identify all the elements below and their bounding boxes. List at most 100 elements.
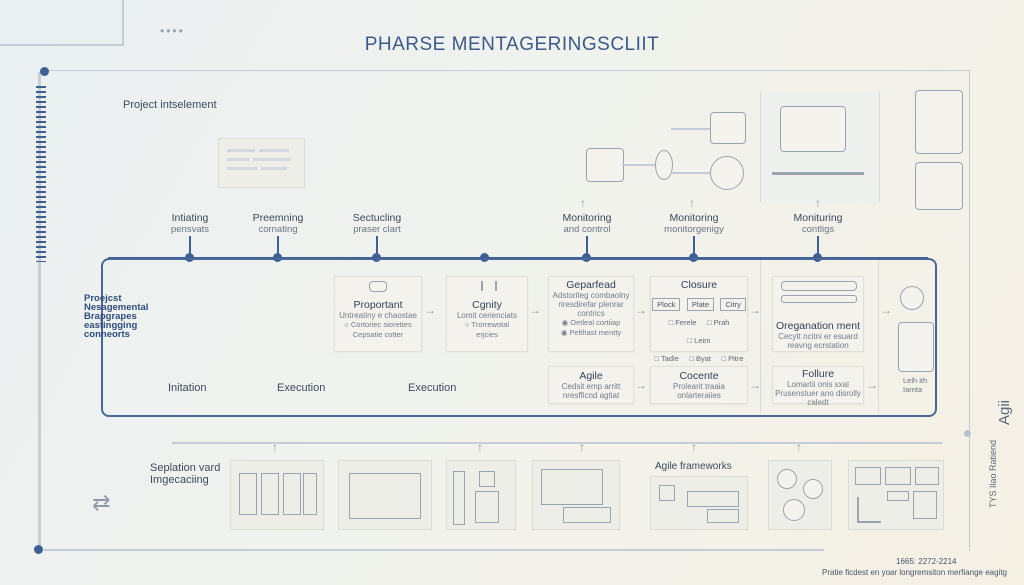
devices-icon (586, 148, 624, 182)
card-title: Cgnity (472, 299, 502, 311)
right-arrow: → (424, 303, 436, 317)
project-label: Project intselement (123, 99, 217, 111)
card-text: Cedsit emp arritt (561, 382, 621, 391)
right-dot (964, 430, 971, 437)
card-text: Cecytt ncitni er esuard (778, 332, 858, 341)
process-divider (760, 260, 761, 412)
dots-decoration: •••• (160, 24, 185, 38)
timeline-tick (376, 236, 378, 256)
closure-checkbox[interactable]: □ Leim (687, 336, 711, 345)
right-arrow: → (880, 303, 892, 317)
closure-checkbox[interactable]: □ Byat (689, 354, 711, 363)
timeline-node (273, 253, 282, 262)
gear-icon (710, 156, 744, 190)
card-title: Follure (801, 368, 835, 380)
right-arrow: → (866, 378, 878, 392)
monitor-icon (780, 106, 846, 152)
monitor-stand (772, 172, 864, 175)
search-field[interactable] (781, 295, 857, 303)
card-title: Proportant (353, 299, 403, 311)
page-title: PHARSE MENTAGERINGSCLIIT (364, 34, 660, 55)
card-organization[interactable]: Oreganation ment Cecytt ncitni er esuard… (772, 276, 864, 352)
document-icon (218, 138, 305, 188)
closure-button[interactable]: Plock (652, 298, 681, 311)
card-text: Adstoriteg combaolny (552, 291, 630, 300)
up-arrow: ↑ (580, 196, 586, 210)
flow-diagram-icon (230, 460, 324, 530)
card-title: Cocente (679, 370, 719, 382)
card-check: ○ Trorrewotal (464, 320, 510, 329)
card-text: Untreatiny e chaostae (339, 311, 417, 320)
card-text: Prolearit traaia (672, 382, 726, 391)
card-text: Lomit cerienciats (456, 311, 518, 320)
card-text: riresdirefar plenrar (558, 300, 624, 309)
agile-frameworks-label: Agile frameworks (655, 461, 732, 472)
up-arrow: ↑ (815, 196, 821, 210)
footer-text: Pratie ficdest en yoar longremsiton merf… (822, 568, 1007, 577)
card-agile[interactable]: Agile Cedsit emp arritt nresfficnd agtia… (548, 366, 634, 404)
diagram-frame (44, 70, 970, 551)
closure-button[interactable]: Plate (686, 298, 715, 311)
bar-chart-icon (915, 162, 963, 210)
card-text: Prusenstuer ano disrolly (775, 389, 861, 398)
card-closure[interactable]: Closure Plock Plate Citry □ Ferele □ Pra… (650, 276, 748, 363)
blueprint-icon (338, 460, 432, 530)
card-check: ◉ Oetleal cortiiap (561, 318, 621, 327)
right-vertical-label: TYS Ilao Ratiend (988, 440, 998, 509)
up-arrow: ↑ (796, 440, 802, 454)
card-title: Agile (579, 370, 603, 382)
card-title: Closure (680, 279, 718, 291)
card-title: Geparfead (566, 279, 616, 291)
card-text: reavng ecrstation (787, 341, 849, 350)
closure-checkbox[interactable]: □ Tadle (654, 354, 679, 363)
closure-checkbox[interactable]: □ Pitre (721, 354, 744, 363)
up-arrow: ↑ (691, 440, 697, 454)
card-cgnity[interactable]: Cgnity Lomit cerienciats ○ Trorrewotal e… (446, 276, 528, 352)
process-container (101, 258, 937, 417)
right-arrow: → (635, 378, 647, 392)
corner-decoration-vertical (122, 0, 124, 46)
phase-label-execution-2: Execution (408, 382, 457, 394)
report-chart-icon (848, 460, 944, 530)
timeline-tick (189, 236, 191, 256)
card-text: nresfficnd agtiat (562, 391, 620, 400)
card-proportant[interactable]: Proportant Untreatiny e chaostae ○ Corto… (334, 276, 422, 352)
card-cocente[interactable]: Cocente Prolearit traaia onlarteraiies (650, 366, 748, 404)
timeline-node (185, 253, 194, 262)
clock-icon (900, 286, 924, 310)
transfer-icon: ⇄ (92, 490, 111, 515)
card-title: Oreganation ment (775, 320, 861, 332)
card-text: Cepsatie cotter (352, 330, 404, 339)
stack-icon (369, 281, 387, 292)
bottom-separator (172, 442, 942, 444)
left-rail (38, 72, 41, 550)
search-field[interactable] (781, 281, 857, 291)
card-text: contrics (577, 309, 605, 318)
dashboard-icon (532, 460, 620, 530)
card-follure[interactable]: Follure Lomartii onis sxal Prusenstuer a… (772, 366, 864, 407)
corner-decoration (0, 44, 122, 46)
closure-button[interactable]: Citry (720, 298, 746, 311)
card-text: Lomartii onis sxal (787, 380, 849, 389)
right-arrow: → (529, 303, 541, 317)
agile-frameworks-icon (650, 476, 748, 530)
document-chart-icon (915, 90, 963, 154)
frame-corner-dot-bottom (34, 545, 43, 554)
network-icon (768, 460, 832, 530)
bottom-rail (44, 549, 824, 551)
up-arrow: ↑ (689, 196, 695, 210)
footer-date: 1665: 2272-2214 (896, 557, 957, 566)
closure-checkbox[interactable]: □ Ferele (668, 318, 697, 327)
card-geparfead[interactable]: Geparfead Adstoriteg combaolny riresdire… (548, 276, 634, 352)
phase-label-initiation: Initation (168, 382, 207, 394)
card-text: onlarteraiies (677, 391, 721, 400)
closure-checkbox[interactable]: □ Prah (706, 318, 730, 327)
timeline-node (689, 253, 698, 262)
phone-icon (446, 460, 516, 530)
